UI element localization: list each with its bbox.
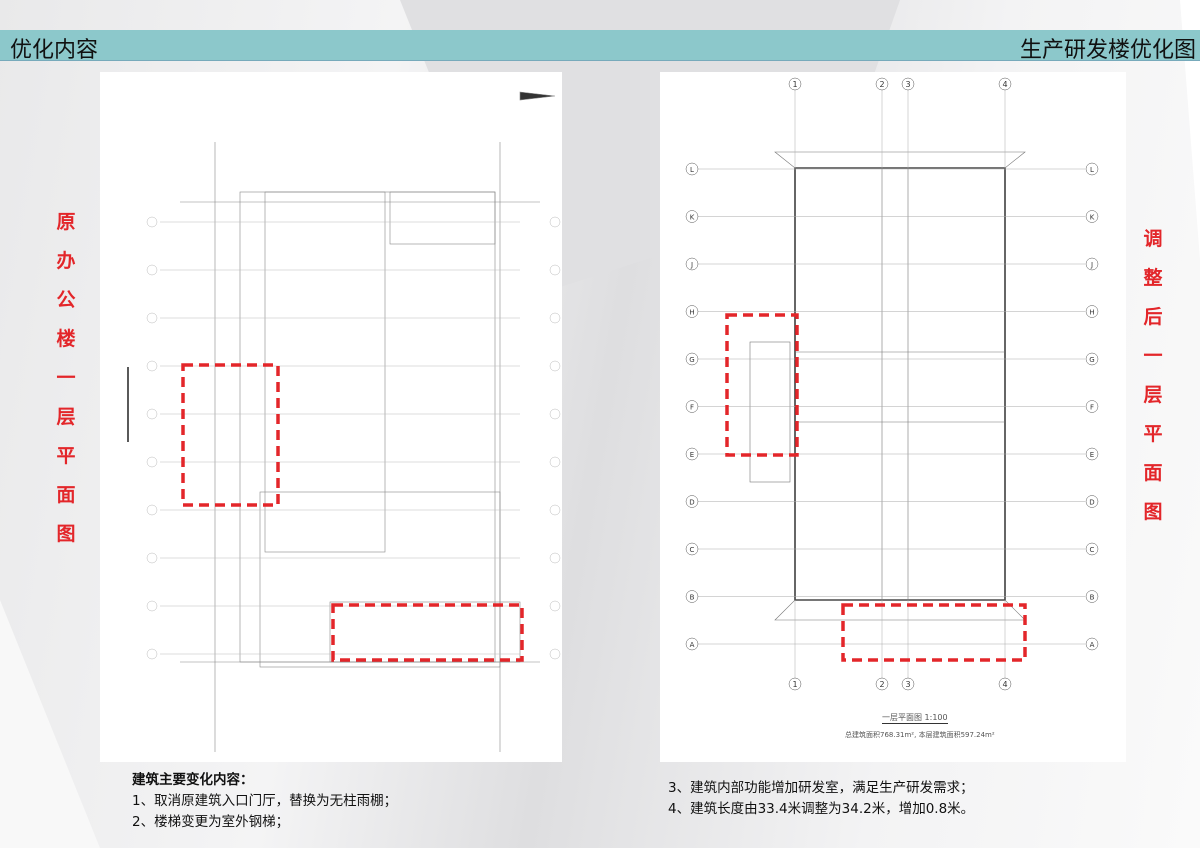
label-char: 后 [1143, 306, 1163, 328]
note-item: 4、建筑长度由33.4米调整为34.2米，增加0.8米。 [668, 801, 975, 817]
axis-label: D [1089, 499, 1094, 507]
label-char: 层 [1143, 384, 1163, 406]
adjusted-plan-label: 调整后一层平面图 [1141, 220, 1165, 532]
change-notes-right: 3、建筑内部功能增加研发室，满足生产研发需求； 4、建筑长度由33.4米调整为3… [668, 778, 974, 820]
axis-label: C [1090, 546, 1095, 554]
axis-label: 3 [905, 80, 910, 89]
axis-label: 2 [879, 680, 884, 689]
label-char: 整 [1143, 267, 1163, 289]
highlight-entrance [181, 363, 280, 507]
axis-label: C [690, 546, 695, 554]
note-item: 2、楼梯变更为室外钢梯； [132, 814, 290, 830]
original-plan-drawing [127, 91, 561, 752]
axis-label: B [690, 594, 695, 602]
notes-title: 建筑主要变化内容： [132, 772, 254, 788]
axis-label: A [1090, 641, 1095, 649]
label-char: 公 [56, 289, 76, 311]
axis-label: J [690, 261, 693, 269]
axis-label: 2 [879, 80, 884, 89]
axis-label: J [1090, 261, 1093, 269]
axis-label: D [689, 499, 694, 507]
note-item: 1、取消原建筑入口门厅，替换为无柱雨棚； [132, 793, 398, 809]
axis-label: 3 [905, 680, 910, 689]
highlight-canopy [841, 603, 1027, 662]
label-char: 调 [1143, 228, 1163, 250]
axis-label: F [1090, 404, 1094, 412]
label-char: 楼 [56, 328, 76, 350]
label-char: 图 [1143, 501, 1163, 523]
axis-label: 1 [792, 680, 797, 689]
label-char: 面 [1143, 462, 1163, 484]
highlight-steel-stair [725, 313, 799, 457]
axis-label: A [690, 641, 695, 649]
axis-label: 4 [1002, 80, 1007, 89]
change-notes-left: 建筑主要变化内容： 1、取消原建筑入口门厅，替换为无柱雨棚； 2、楼梯变更为室外… [132, 770, 397, 833]
header-bar: 优化内容 生产研发楼优化图 [0, 30, 1200, 63]
label-char: 一 [56, 367, 76, 389]
axis-label: L [690, 166, 694, 174]
axis-label: G [689, 356, 694, 364]
axis-label: K [690, 214, 695, 222]
label-char: 原 [56, 211, 76, 233]
plan-area: 总建筑面积768.31m², 本层建筑面积597.24m² [845, 731, 995, 739]
axis-label: F [690, 404, 694, 412]
label-char: 一 [1143, 345, 1163, 367]
axis-label: H [1089, 309, 1094, 317]
axis-label: 1 [792, 80, 797, 89]
axis-label: B [1090, 594, 1095, 602]
highlight-stair [331, 603, 524, 662]
original-floor-plan [100, 72, 562, 762]
note-item: 3、建筑内部功能增加研发室，满足生产研发需求； [668, 780, 974, 796]
axis-label: E [690, 451, 694, 459]
label-char: 图 [56, 523, 76, 545]
section-title: 优化内容 [10, 38, 99, 63]
axis-label: K [1090, 214, 1095, 222]
plan-title: 一层平面图 1:100 [882, 713, 948, 724]
axis-label: H [689, 309, 694, 317]
axis-label: L [1090, 166, 1094, 174]
page-title: 生产研发楼优化图 [1019, 38, 1196, 63]
axis-label: 4 [1002, 680, 1007, 689]
label-char: 层 [56, 406, 76, 428]
label-char: 平 [56, 445, 76, 467]
axis-label: E [1090, 451, 1094, 459]
axis-label: G [1089, 356, 1094, 364]
label-char: 面 [56, 484, 76, 506]
label-char: 办 [56, 250, 76, 272]
original-plan-label: 原办公楼一层平面图 [54, 203, 78, 554]
label-char: 平 [1143, 423, 1163, 445]
